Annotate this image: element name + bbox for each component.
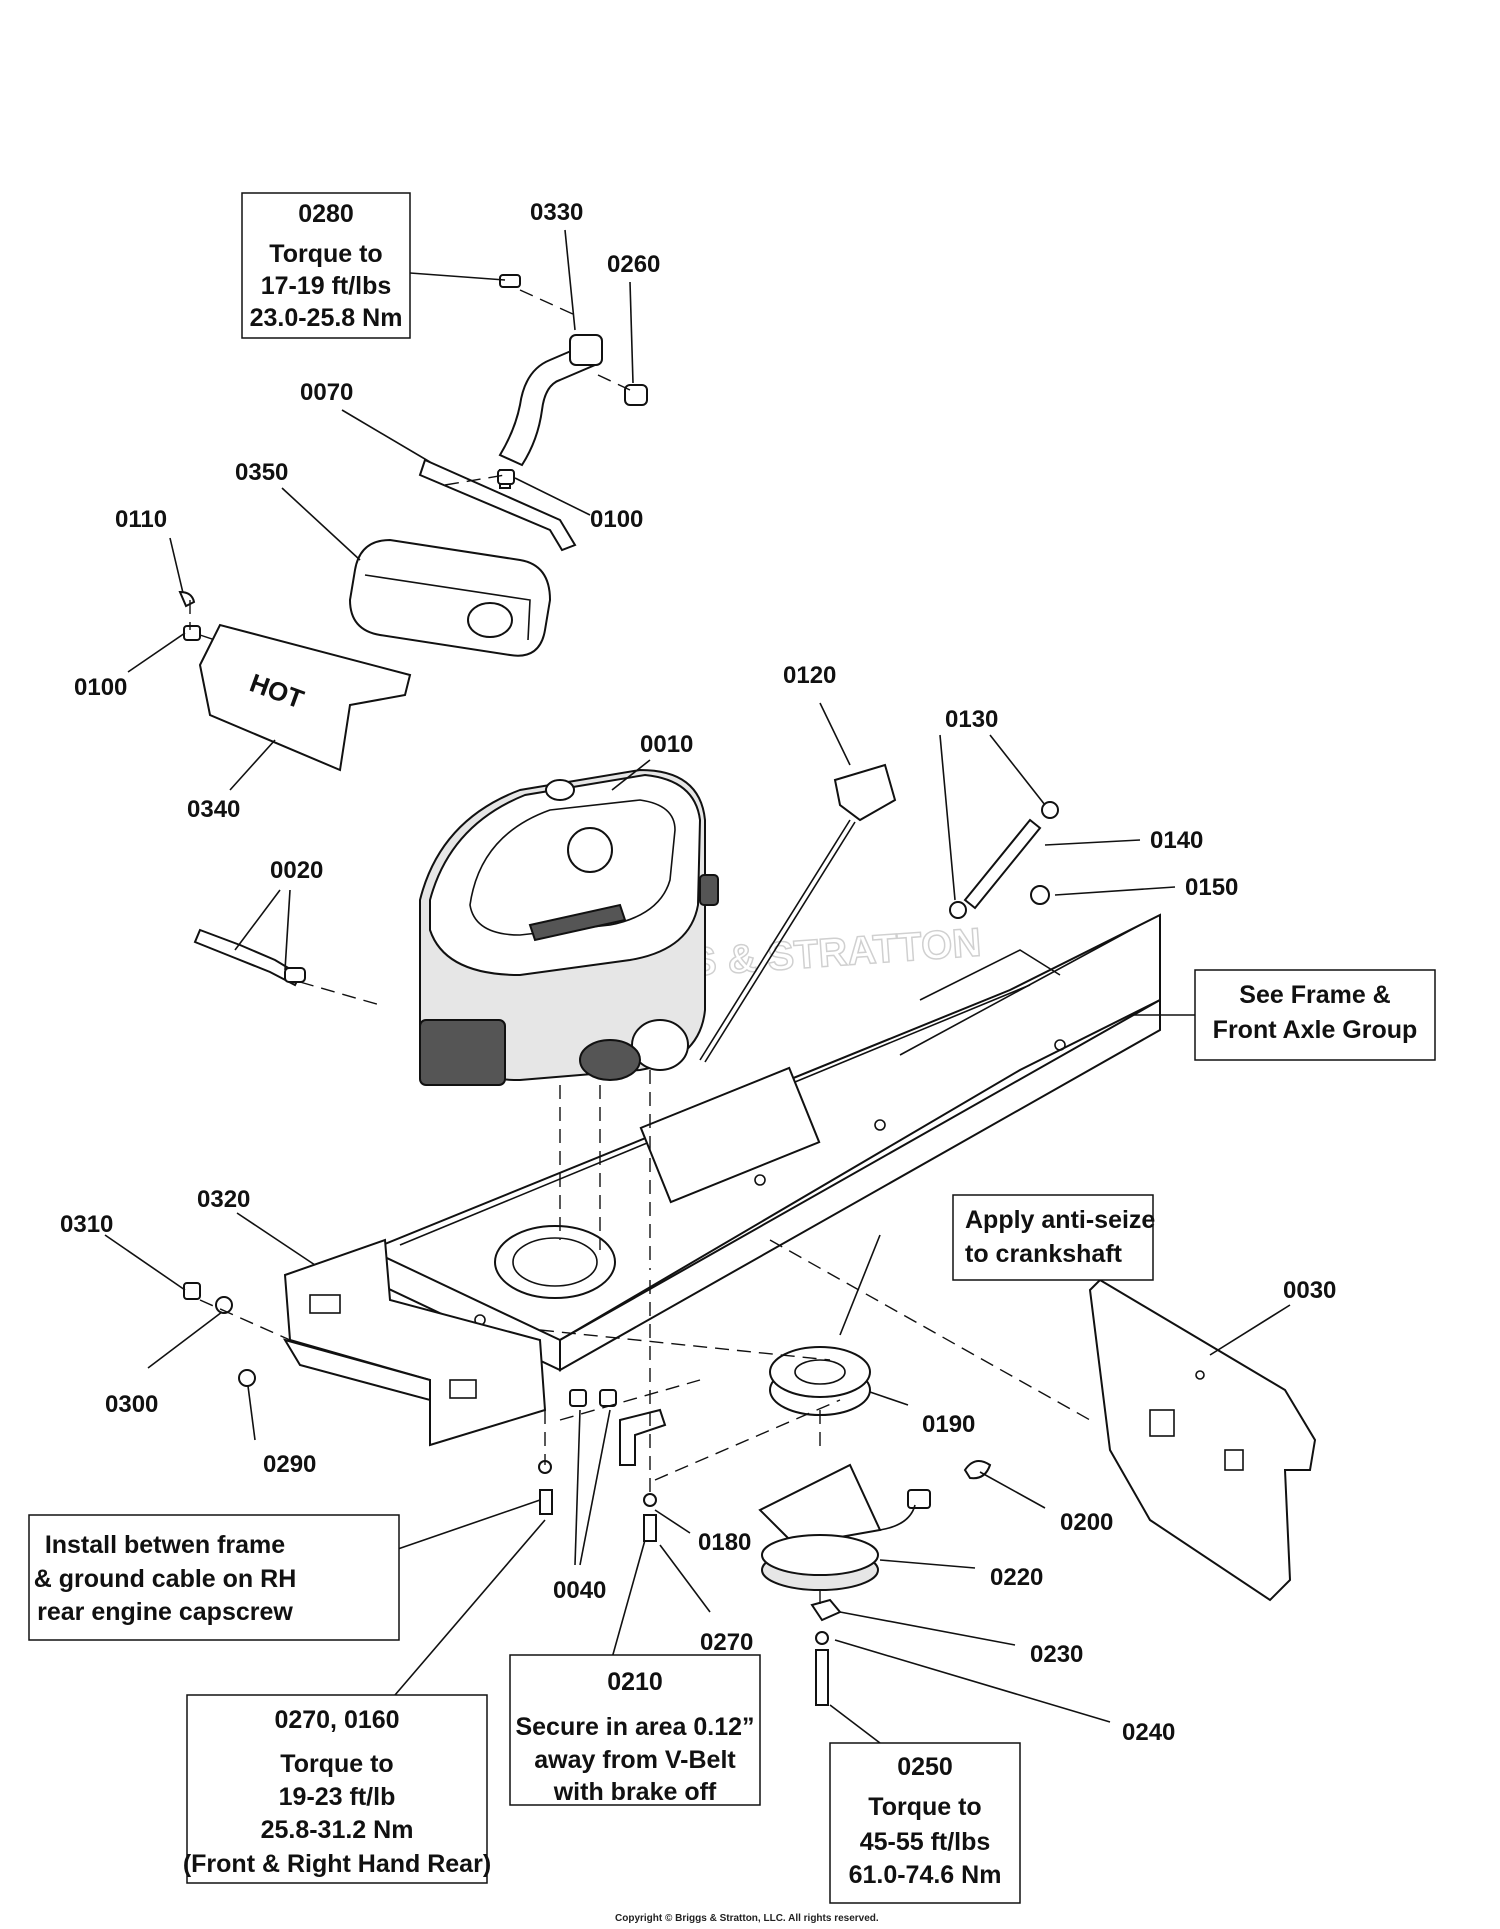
note-0210: 0210 Secure in area 0.12” away from V-Be… xyxy=(509,1654,761,1806)
svg-text:away from V-Belt: away from V-Belt xyxy=(534,1746,736,1774)
svg-text:23.0-25.8 Nm: 23.0-25.8 Nm xyxy=(250,304,403,332)
svg-text:25.8-31.2 Nm: 25.8-31.2 Nm xyxy=(261,1816,414,1844)
svg-text:19-23 ft/lb: 19-23 ft/lb xyxy=(279,1783,396,1811)
callout-0140: 0140 xyxy=(1150,827,1203,854)
svg-text:Apply anti-seize: Apply anti-seize xyxy=(965,1206,1155,1234)
dipstick xyxy=(699,763,897,1063)
callout-0110: 0110 xyxy=(115,506,167,533)
callout-0020: 0020 xyxy=(270,857,323,884)
note-frame-reference: See Frame & Front Axle Group xyxy=(1194,969,1436,1061)
pto-clutch xyxy=(758,1463,931,1591)
svg-text:to crankshaft: to crankshaft xyxy=(965,1240,1123,1268)
svg-text:0280: 0280 xyxy=(298,200,354,228)
fuel-line xyxy=(193,928,306,987)
callout-0300: 0300 xyxy=(105,1391,158,1418)
callout-0180: 0180 xyxy=(698,1529,751,1556)
svg-text:Front Axle Group: Front Axle Group xyxy=(1213,1016,1418,1044)
leader-lines xyxy=(104,229,1291,1744)
note-0270-0160: 0270, 0160 Torque to 19-23 ft/lb 25.8-31… xyxy=(183,1694,491,1884)
assembly-dashed-lines xyxy=(189,289,1091,1605)
svg-text:0210: 0210 xyxy=(607,1668,663,1696)
breather-tube xyxy=(949,801,1059,919)
note-0250: 0250 Torque to 45-55 ft/lbs 61.0-74.6 Nm xyxy=(829,1742,1021,1904)
svg-text:(Front & Right Hand Rear): (Front & Right Hand Rear) xyxy=(183,1850,491,1878)
engine xyxy=(419,768,719,1086)
copyright-text: Copyright © Briggs & Stratton, LLC. All … xyxy=(615,1913,879,1924)
heat-shield: HOT xyxy=(198,623,412,772)
callout-0260: 0260 xyxy=(607,251,660,278)
callout-0350: 0350 xyxy=(235,459,288,486)
callout-0230: 0230 xyxy=(1030,1641,1083,1668)
callout-0010: 0010 xyxy=(640,731,693,758)
callout-0100-lower: 0100 xyxy=(74,674,127,701)
svg-text:with brake off: with brake off xyxy=(553,1778,717,1806)
frame-rail xyxy=(369,913,1161,1372)
callout-0190: 0190 xyxy=(922,1411,975,1438)
engine-pulley xyxy=(769,1346,871,1416)
svg-text:Torque to: Torque to xyxy=(280,1750,393,1778)
svg-text:& ground cable on RH: & ground cable on RH xyxy=(34,1565,297,1593)
callout-0320: 0320 xyxy=(197,1186,250,1213)
callout-0330: 0330 xyxy=(530,199,583,226)
svg-text:17-19 ft/lbs: 17-19 ft/lbs xyxy=(261,272,392,300)
callout-0130: 0130 xyxy=(945,706,998,733)
svg-text:rear engine capscrew: rear engine capscrew xyxy=(37,1598,293,1626)
callout-0070: 0070 xyxy=(300,379,353,406)
svg-text:45-55 ft/lbs: 45-55 ft/lbs xyxy=(860,1828,991,1856)
svg-text:Secure in area 0.12”: Secure in area 0.12” xyxy=(515,1713,754,1741)
svg-text:61.0-74.6 Nm: 61.0-74.6 Nm xyxy=(849,1861,1002,1889)
callout-0240: 0240 xyxy=(1122,1719,1175,1746)
svg-text:Torque to: Torque to xyxy=(868,1793,981,1821)
callout-0030: 0030 xyxy=(1283,1277,1336,1304)
note-install-ground: Install betwen frame & ground cable on R… xyxy=(28,1514,400,1641)
exhaust-pipe xyxy=(498,334,648,467)
svg-text:0250: 0250 xyxy=(897,1753,953,1781)
svg-text:Install betwen frame: Install betwen frame xyxy=(45,1531,285,1559)
callout-0200: 0200 xyxy=(1060,1509,1113,1536)
note-0280: 0280 Torque to 17-19 ft/lbs 23.0-25.8 Nm xyxy=(241,192,411,339)
svg-text:See Frame &: See Frame & xyxy=(1239,981,1390,1009)
svg-text:0270, 0160: 0270, 0160 xyxy=(274,1706,399,1734)
callout-0340: 0340 xyxy=(187,796,240,823)
callout-0120: 0120 xyxy=(783,662,836,689)
hardware xyxy=(178,274,842,1706)
callout-0150: 0150 xyxy=(1185,874,1238,901)
callout-0310: 0310 xyxy=(60,1211,113,1238)
cover-plate xyxy=(1088,1278,1317,1602)
note-antiseize: Apply anti-seize to crankshaft xyxy=(952,1194,1155,1281)
callout-0220: 0220 xyxy=(990,1564,1043,1591)
callout-0290: 0290 xyxy=(263,1451,316,1478)
callout-0270: 0270 xyxy=(700,1629,753,1656)
svg-text:Torque to: Torque to xyxy=(269,240,382,268)
callout-0040: 0040 xyxy=(553,1577,606,1604)
callout-0100-upper: 0100 xyxy=(590,506,643,533)
muffler xyxy=(348,538,552,657)
